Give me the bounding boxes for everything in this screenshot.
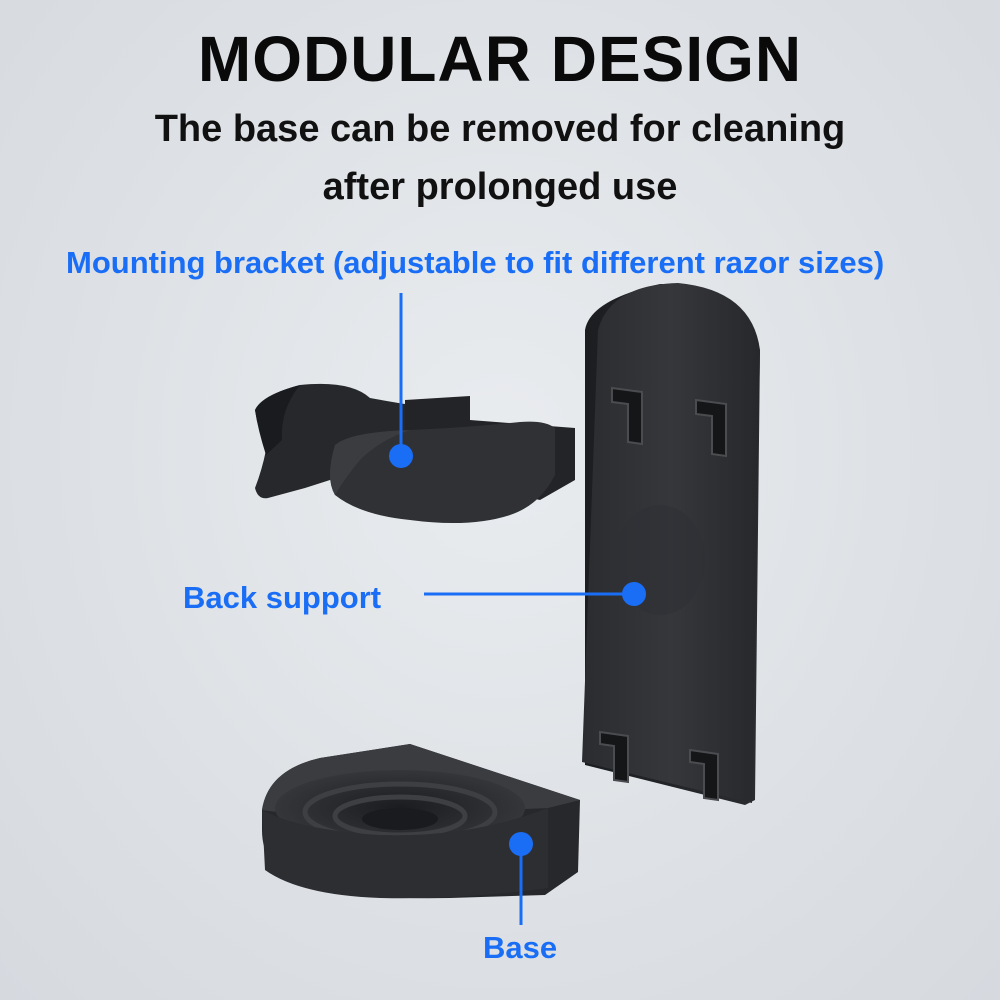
base-dot [509,832,533,856]
callout-markers [389,293,646,925]
page-title: MODULAR DESIGN [197,23,803,95]
back-support-panel [582,283,760,805]
base-label: Base [483,930,558,965]
mounting-bracket-dot [389,444,413,468]
back-support-dot [622,582,646,606]
mounting-bracket-label: Mounting bracket (adjustable to fit diff… [66,245,885,280]
mounting-bracket-part [255,383,575,524]
subtitle-line-1: The base can be removed for cleaning [154,108,846,150]
back-support-label: Back support [183,580,382,615]
base-part [262,744,580,899]
subtitle-line-2: after prolonged use [322,166,678,208]
